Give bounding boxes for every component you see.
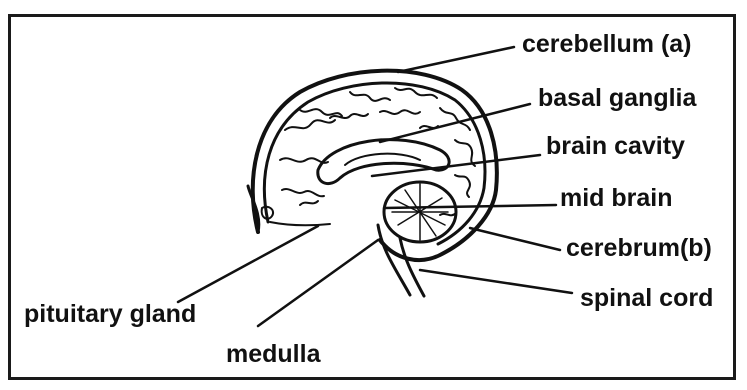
- brain-cavity-curve: [318, 140, 449, 184]
- label-cerebellum: cerebellum (a): [522, 32, 692, 57]
- label-basal-ganglia: basal ganglia: [538, 86, 696, 111]
- leader-cerebellum: [398, 47, 514, 72]
- label-medulla: medulla: [226, 342, 320, 367]
- leader-cerebrum: [470, 228, 560, 250]
- label-spinal-cord: spinal cord: [580, 286, 713, 311]
- leader-lines: [178, 47, 572, 326]
- leader-spinal-cord: [420, 270, 572, 293]
- leader-pituitary: [178, 226, 318, 302]
- cortex-folds: [280, 88, 475, 215]
- brain-stem-back: [400, 238, 424, 296]
- cerebellum-folds: [392, 184, 448, 240]
- nasal-floor: [270, 222, 330, 225]
- label-pituitary-gland: pituitary gland: [24, 302, 196, 327]
- leader-mid-brain: [384, 205, 556, 208]
- leader-brain-cavity: [372, 155, 540, 176]
- label-mid-brain: mid brain: [560, 186, 673, 211]
- label-brain-cavity: brain cavity: [546, 134, 685, 159]
- leader-medulla: [258, 240, 378, 326]
- label-cerebrum: cerebrum(b): [566, 236, 712, 261]
